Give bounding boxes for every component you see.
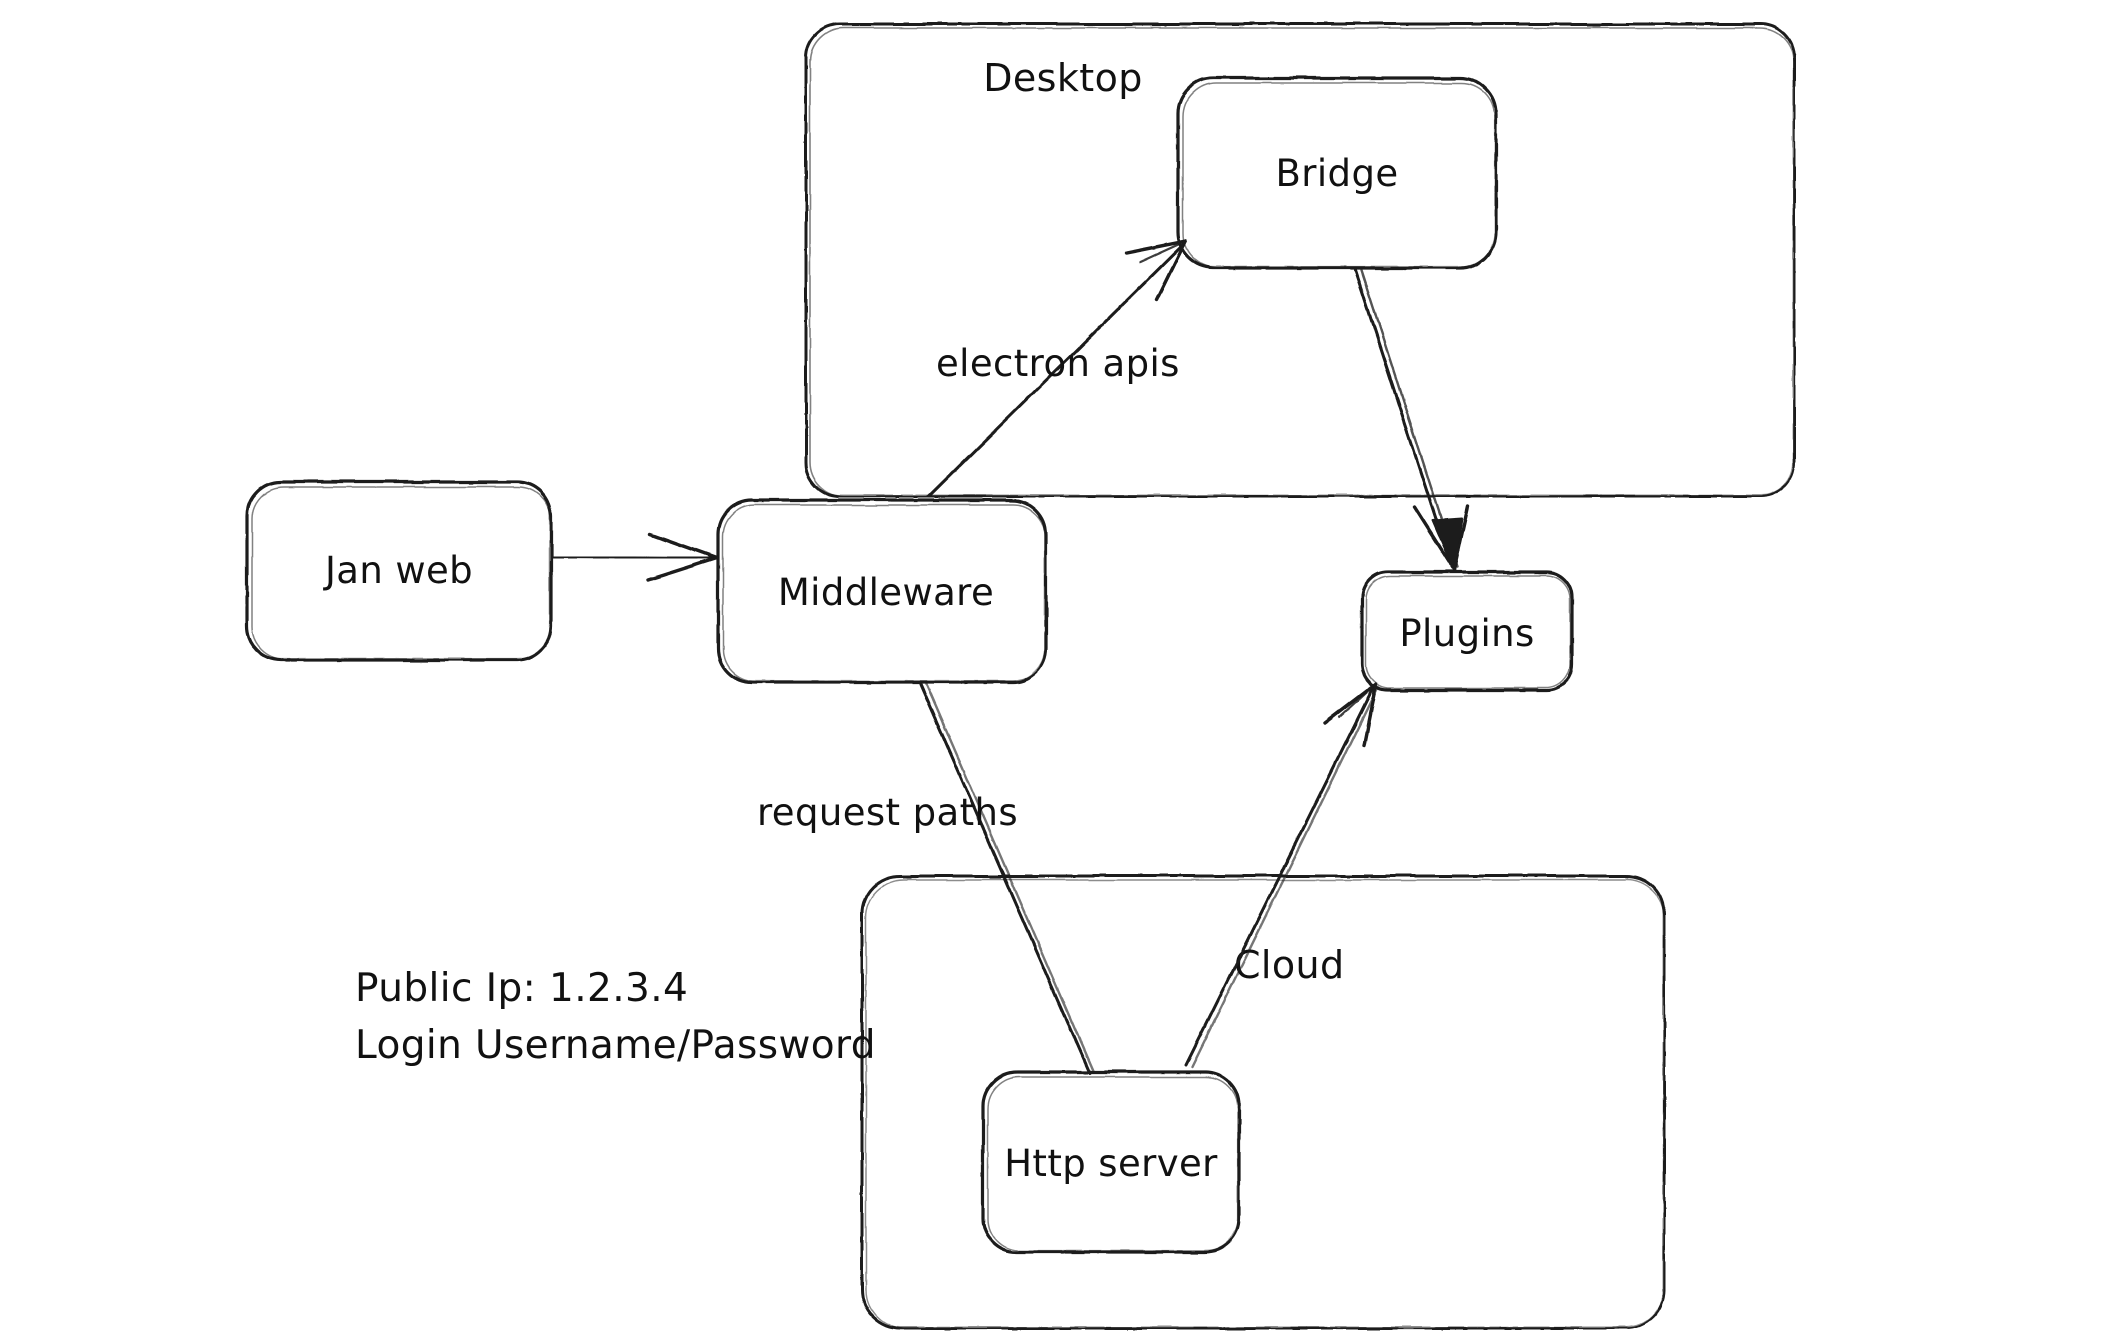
middleware-label: Middleware — [778, 571, 994, 614]
jan-web-to-middleware-arrowhead-echo — [660, 537, 719, 560]
jan-web-box-echo — [251, 486, 551, 660]
edge-label-electron-apis: electron apis — [936, 342, 1180, 385]
bridge-to-plugins-line — [1353, 268, 1454, 570]
middleware-to-bridge-arrowhead-echo — [1138, 239, 1188, 264]
node-plugins[interactable]: Plugins — [1360, 570, 1574, 692]
http-server-to-plugins-line — [1184, 684, 1376, 1067]
middleware-box-echo — [722, 504, 1046, 682]
node-jan-web[interactable]: Jan web — [245, 480, 553, 662]
node-http-server[interactable]: Http server — [981, 1070, 1241, 1254]
jan-web-label: Jan web — [323, 549, 473, 592]
bridge-label: Bridge — [1275, 152, 1398, 195]
cloud-container-label: Cloud — [1234, 943, 1345, 987]
jan-web-to-middleware-line — [550, 555, 718, 560]
bridge-box-echo — [1182, 82, 1496, 268]
edge-label-request-paths: request paths — [757, 791, 1018, 834]
note-public-ip: Public Ip: 1.2.3.4 — [355, 966, 688, 1011]
plugins-box-echo — [1365, 575, 1571, 689]
edge-bridge-to-plugins — [1353, 268, 1470, 572]
http-server-to-plugins-arrowhead-echo — [1338, 682, 1378, 719]
desktop-container-label: Desktop — [983, 56, 1143, 100]
bridge-to-plugins-line-echo — [1359, 268, 1459, 569]
middleware-to-bridge-line — [927, 241, 1187, 498]
http-server-to-plugins-line-echo — [1190, 685, 1380, 1069]
middleware-to-http-server-line — [918, 682, 1092, 1075]
edge-http-server-to-plugins — [1184, 682, 1380, 1069]
http-server-label: Http server — [1004, 1142, 1218, 1185]
notes-block: Public Ip: 1.2.3.4 Login Username/Passwo… — [355, 966, 876, 1068]
plugins-label: Plugins — [1399, 612, 1534, 655]
edge-jan-web-to-middleware — [550, 532, 719, 582]
note-login: Login Username/Password — [355, 1023, 876, 1068]
bridge-to-plugins-arrowhead-fill — [1431, 517, 1463, 572]
node-bridge[interactable]: Bridge — [1176, 76, 1498, 270]
http-server-box-echo — [987, 1076, 1239, 1252]
edge-middleware-to-bridge: electron apis — [927, 239, 1188, 498]
edge-middleware-to-http-server: request paths — [757, 682, 1096, 1075]
middleware-to-http-server-line-echo — [924, 682, 1096, 1074]
node-middleware[interactable]: Middleware — [716, 498, 1048, 684]
